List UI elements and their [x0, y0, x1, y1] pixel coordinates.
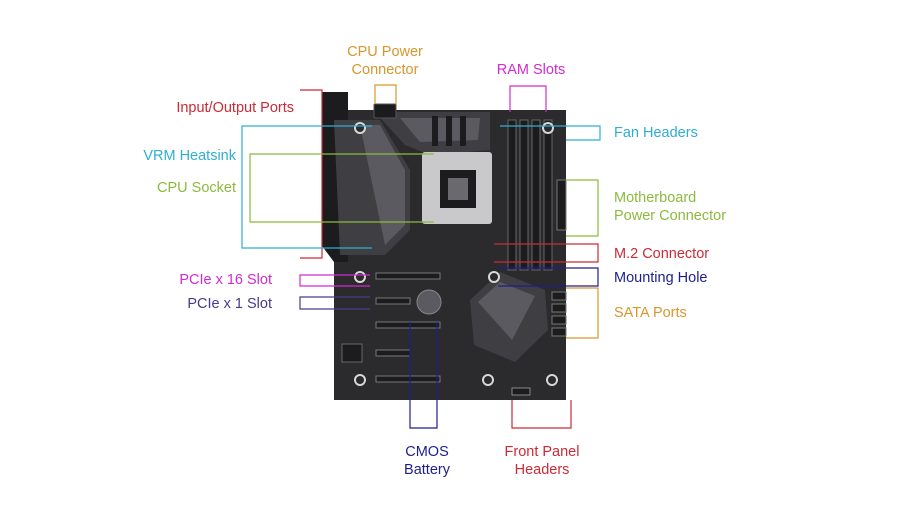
label-m2-text: M.2 Connector [614, 246, 710, 262]
line-m2 [494, 243, 599, 263]
label-mounting-hole: Mounting Hole [614, 269, 708, 287]
label-pcie16-slot: PCIe x 16 Slot [120, 271, 272, 289]
label-cpu-socket-text: CPU Socket [157, 180, 236, 196]
label-motherboard-power-connector: Motherboard Power Connector [614, 189, 726, 225]
label-mb-power-line1: Motherboard [614, 190, 697, 206]
label-cmos-line1: CMOS [405, 444, 449, 460]
chipset-heatsink-face [478, 282, 535, 340]
label-vrm-heatsink: VRM Heatsink [100, 147, 236, 165]
label-fan-headers: Fan Headers [614, 124, 698, 142]
label-cpu-socket: CPU Socket [100, 179, 236, 197]
label-pcie1-slot: PCIe x 1 Slot [120, 295, 272, 313]
label-io-ports-text: Input/Output Ports [176, 100, 294, 116]
sata-ports-shape [551, 291, 567, 337]
label-front-panel-headers: Front Panel Headers [486, 443, 598, 479]
label-m2-connector: M.2 Connector [614, 245, 709, 263]
label-pcie16-text: PCIe x 16 Slot [179, 272, 272, 288]
label-mb-power-line2: Power Connector [614, 208, 727, 224]
line-cpu-socket [249, 153, 434, 223]
line-ram [509, 85, 547, 112]
line-io [300, 89, 323, 259]
line-vrm [241, 125, 372, 249]
front-panel-header-shape [511, 387, 531, 396]
io-chip [341, 343, 363, 363]
label-fan-headers-text: Fan Headers [614, 125, 698, 141]
line-pcie1 [299, 296, 370, 310]
vrm-heatsink-left-face [360, 125, 405, 245]
label-cpu-power-line2: Connector [351, 62, 419, 78]
line-front-panel [511, 400, 572, 429]
label-cpu-power-connector: CPU Power Connector [330, 43, 440, 79]
callout-lines [241, 84, 601, 429]
label-ram-slots-text: RAM Slots [496, 62, 566, 78]
line-cmos [409, 322, 438, 429]
cmos-battery-shape [416, 289, 442, 315]
label-cmos-battery: CMOS Battery [377, 443, 477, 479]
line-sata [566, 287, 599, 339]
label-mounting-hole-text: Mounting Hole [614, 270, 708, 286]
label-front-panel-line2: Headers [514, 462, 570, 478]
line-mb-power [566, 179, 599, 237]
label-ram-slots: RAM Slots [476, 61, 586, 79]
cpu-socket-die [448, 178, 468, 200]
mb-power-connector-shape [556, 179, 567, 231]
label-cmos-line2: Battery [404, 462, 450, 478]
label-pcie1-text: PCIe x 1 Slot [187, 296, 272, 312]
label-vrm-heatsink-text: VRM Heatsink [143, 148, 236, 164]
line-mounting [498, 267, 599, 287]
heatsink-fins [432, 116, 466, 146]
line-pcie16 [299, 274, 370, 287]
label-cpu-power-line1: CPU Power [347, 44, 423, 60]
label-sata-text: SATA Ports [614, 305, 687, 321]
pcie-slots-shape [375, 272, 441, 383]
label-front-panel-line1: Front Panel [504, 444, 580, 460]
cpu-power-connector-shape [373, 103, 397, 119]
line-fan [500, 125, 601, 141]
label-io-ports: Input/Output Ports [120, 99, 294, 117]
line-cpu-power [374, 84, 397, 104]
label-sata-ports: SATA Ports [614, 304, 687, 322]
ram-slots-shape [507, 119, 553, 271]
